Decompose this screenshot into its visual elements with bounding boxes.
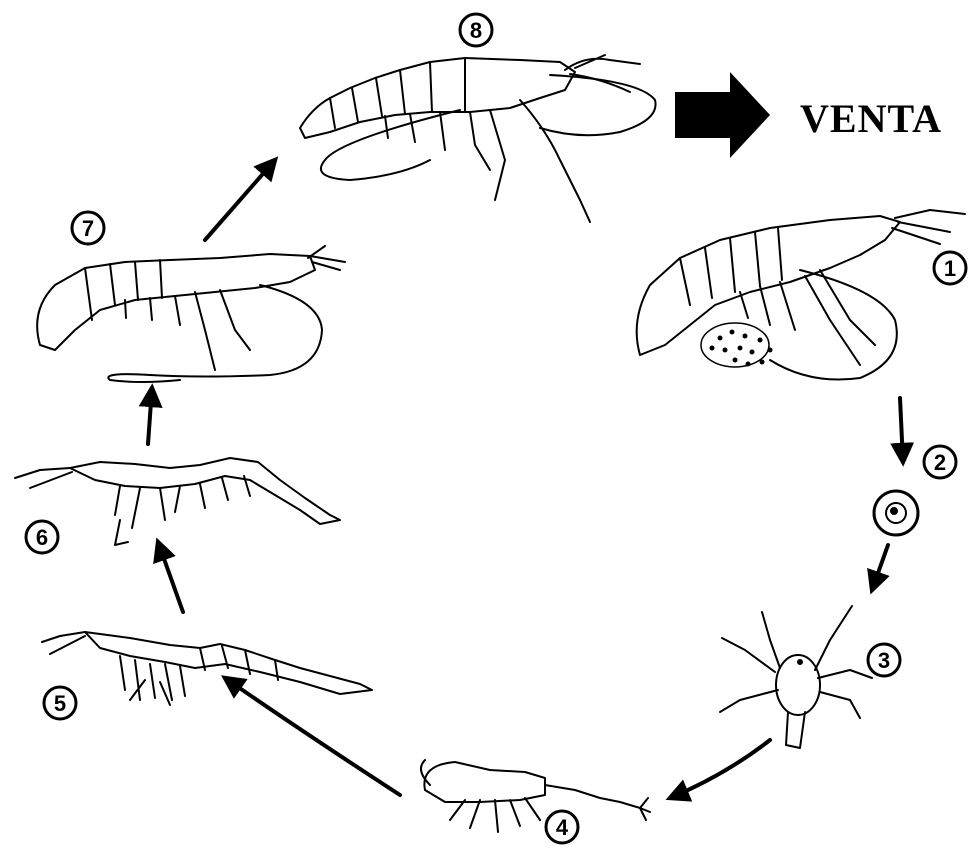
egg-mass [701, 323, 773, 367]
zoea-larva-icon [421, 760, 650, 832]
stage-number-2-label: 2 [934, 450, 946, 475]
stage-number-3-label: 3 [878, 648, 890, 673]
stage-number-7: 7 [72, 212, 104, 244]
arrow-3-to-4 [670, 740, 770, 798]
mysis-larva-icon [42, 632, 372, 705]
arrow-4-to-5 [225, 678, 400, 795]
harvest-shrimp-icon [300, 55, 656, 222]
arrow-7-to-8 [205, 160, 275, 240]
stage-number-6-label: 6 [36, 525, 48, 550]
stage-number-4-label: 4 [556, 815, 569, 840]
stage-number-8-label: 8 [470, 18, 482, 43]
postlarva-icon [15, 458, 340, 545]
sale-arrow-icon [675, 72, 770, 158]
arrow-6-to-7 [148, 388, 152, 444]
stage-number-3: 3 [868, 644, 900, 676]
stage-number-2: 2 [924, 446, 956, 478]
sale-label: VENTA [800, 96, 942, 141]
stage-number-5: 5 [44, 687, 76, 719]
arrow-2-to-3 [872, 545, 888, 590]
arrow-1-to-2 [900, 398, 903, 462]
stage-number-5-label: 5 [54, 691, 66, 716]
juvenile-shrimp-icon [37, 246, 345, 382]
egg-icon [874, 491, 918, 535]
stage-number-8: 8 [460, 14, 492, 46]
nauplius-larva-icon [720, 606, 872, 748]
adult-shrimp-icon [637, 210, 965, 380]
stage-number-6: 6 [26, 521, 58, 553]
stage-number-1: 1 [934, 252, 966, 284]
stage-number-4: 4 [546, 811, 578, 843]
arrow-5-to-6 [158, 542, 183, 612]
stage-number-1-label: 1 [944, 256, 956, 281]
stage-number-7-label: 7 [82, 216, 94, 241]
